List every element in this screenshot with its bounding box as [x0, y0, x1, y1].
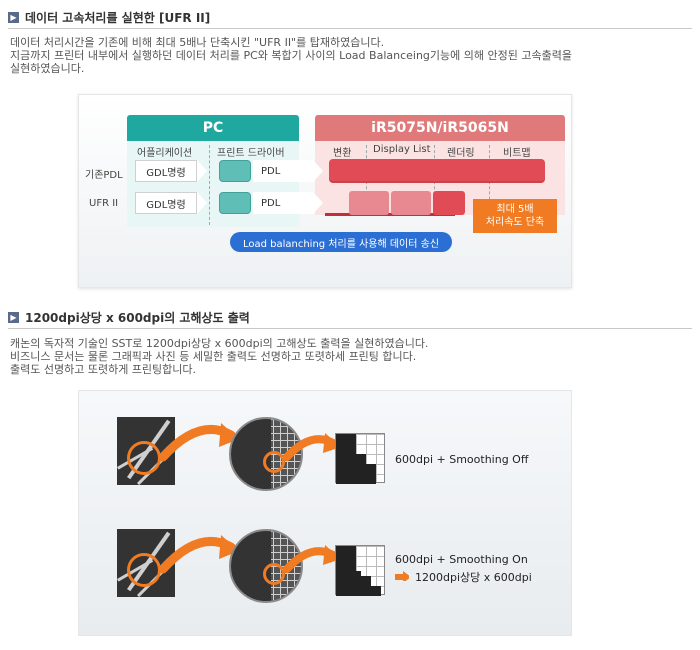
focus-ring-icon	[127, 441, 161, 475]
pixel-zoom	[335, 433, 385, 484]
legacy-processing-bar	[329, 159, 545, 183]
row-label-legacy: 기존PDL	[85, 170, 123, 181]
section-title-text: 데이터 고속처리를 실현한 [UFR II]	[25, 10, 211, 25]
para-line: 데이터 처리시간을 기존에 비해 최대 5배나 단축시킨 "UFR II"를 탑…	[10, 36, 385, 49]
ir-header: iR5075N/iR5065N	[315, 115, 565, 141]
col-app-label: 어플리케이션	[137, 148, 193, 159]
section-title-dpi: ▶ 1200dpi상당 x 600dpi의 고해상도 출력	[8, 307, 692, 327]
col-display-label: Display List	[373, 144, 431, 155]
para-line: 실현하였습니다.	[10, 62, 85, 75]
ufr-segment	[349, 191, 389, 215]
para-line: 비즈니스 문서는 물론 그래픽과 사진 등 세밀한 출력도 선명하고 또렷하세 …	[10, 350, 417, 363]
zoom-arrow-icon	[283, 545, 341, 573]
ufr-segment	[433, 191, 465, 215]
smoothing-on-label: 600dpi + Smoothing On	[395, 553, 528, 566]
zoom-arrow-icon	[159, 423, 239, 462]
smoothing-off-label: 600dpi + Smoothing Off	[395, 453, 529, 466]
col-driver-label: 프린트 드라이버	[217, 148, 285, 159]
para-line: 지금까지 프린터 내부에서 실행하던 데이터 처리를 PC와 복합기 사이의 L…	[10, 49, 572, 62]
para-line: 캐논의 독자적 기술인 SST로 1200dpi상당 x 600dpi의 고해상…	[10, 337, 429, 350]
bullet-arrow-icon: ▶	[8, 11, 19, 23]
arrow-right-icon	[197, 160, 207, 182]
section-divider	[8, 328, 692, 329]
zoom-arrow-icon	[283, 433, 341, 461]
zoom-arrow-icon	[159, 535, 239, 574]
section-divider	[8, 28, 692, 29]
speedup-line: 최대 5배	[496, 204, 534, 215]
gdl-box: GDL명령	[135, 192, 197, 214]
section2-paragraph: 캐논의 독자적 기술인 SST로 1200dpi상당 x 600dpi의 고해상…	[10, 337, 690, 376]
focus-ring-icon	[263, 451, 285, 473]
col-convert-label: 변환	[333, 148, 352, 159]
focus-ring-icon	[127, 553, 161, 587]
speedup-line: 처리속도 단축	[485, 217, 545, 228]
arrow-right-icon	[197, 192, 207, 214]
pdl-box: PDL	[253, 160, 313, 182]
divider-dashed	[209, 145, 210, 225]
arrow-right-icon	[313, 192, 323, 214]
driver-block	[219, 192, 251, 214]
section-title-ufr: ▶ 데이터 고속처리를 실현한 [UFR II]	[8, 7, 692, 27]
section-title-text: 1200dpi상당 x 600dpi의 고해상도 출력	[25, 310, 250, 325]
col-bitmap-label: 비트맵	[503, 148, 531, 159]
load-balancing-pill: Load balanching 처리를 사용해 데이터 송신	[230, 232, 452, 252]
ufr-segment	[391, 191, 431, 215]
col-render-label: 렌더링	[447, 148, 475, 159]
ufr-diagram: PC iR5075N/iR5065N 어플리케이션 프린트 드라이버 변환 Di…	[78, 94, 572, 288]
row-label-ufr: UFR II	[89, 198, 119, 209]
orange-arrow-icon	[395, 571, 409, 581]
section1-paragraph: 데이터 처리시간을 기존에 비해 최대 5배나 단축시킨 "UFR II"를 탑…	[10, 36, 690, 75]
dpi-diagram: 600dpi + Smoothing Off 600dpi + Smoothin…	[78, 390, 572, 636]
ufr-timeline-line	[325, 213, 455, 216]
driver-block	[219, 160, 251, 182]
bullet-arrow-icon: ▶	[8, 311, 19, 323]
gdl-box: GDL명령	[135, 160, 197, 182]
pixel-zoom	[335, 545, 385, 596]
pdl-box: PDL	[253, 192, 313, 214]
arrow-right-icon	[313, 160, 323, 182]
speedup-note: 최대 5배 처리속도 단축	[473, 199, 557, 233]
para-line: 출력도 선명하고 또렷하게 프린팅합니다.	[10, 363, 197, 376]
pc-header: PC	[127, 115, 299, 141]
focus-ring-icon	[263, 563, 285, 585]
smoothing-result-label: 1200dpi상당 x 600dpi	[415, 571, 532, 584]
